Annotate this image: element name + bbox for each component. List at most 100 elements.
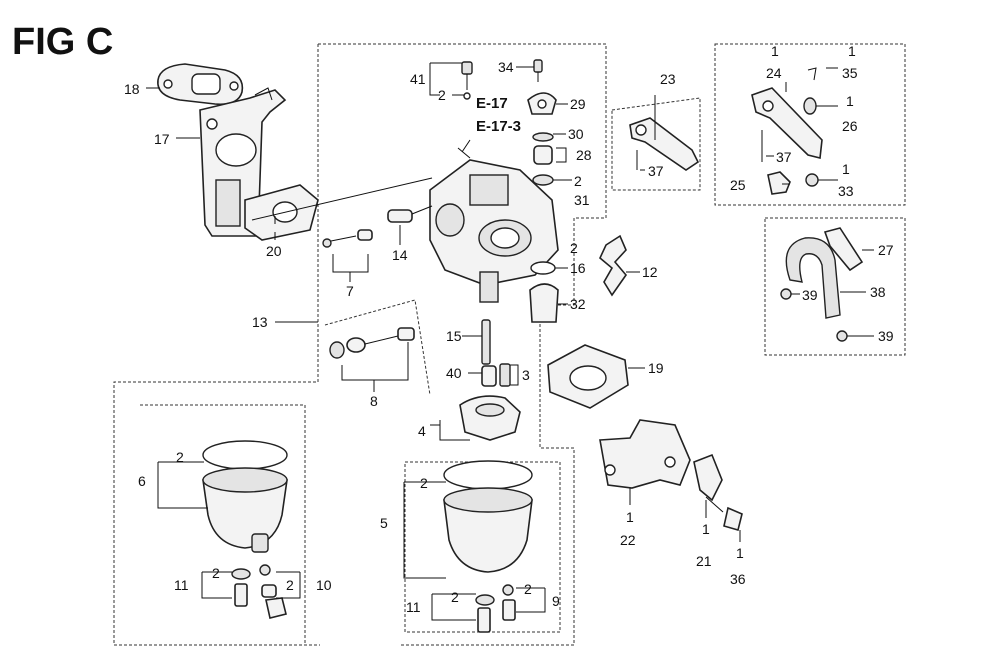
gasket-19 <box>547 344 629 409</box>
callout-31-qty: 2 <box>574 173 582 189</box>
callout-28: 28 <box>576 147 592 163</box>
bolt-36 <box>705 496 743 531</box>
callout-39a: 39 <box>802 287 818 303</box>
callout-29: 29 <box>570 96 586 112</box>
callout-36: 36 <box>730 571 746 587</box>
callout-36-qty: 1 <box>736 545 744 561</box>
oring-16 <box>530 261 556 275</box>
callout-10: 10 <box>316 577 332 593</box>
callout-18: 18 <box>124 81 140 97</box>
callout-20: 20 <box>266 243 282 259</box>
screw-33 <box>805 173 819 187</box>
bolt-25 <box>767 171 791 195</box>
bolt-center <box>477 607 491 633</box>
spring-35 <box>807 67 817 81</box>
float-bowl-6 <box>202 440 288 553</box>
bolt-left <box>234 583 248 607</box>
callout-34: 34 <box>498 59 514 75</box>
callout-33-qty: 1 <box>842 161 850 177</box>
callout-32: 32 <box>570 296 586 312</box>
screw-34 <box>533 59 543 82</box>
screw-set-7 <box>322 229 373 248</box>
callout-22-qty: 1 <box>626 509 634 525</box>
clip-39b <box>836 330 848 342</box>
callout-27: 27 <box>878 242 894 258</box>
carb-right-border <box>574 100 607 219</box>
callout-24: 24 <box>766 65 782 81</box>
callout-25: 25 <box>730 177 746 193</box>
callout-11b-qty: 2 <box>451 589 459 605</box>
carburetor-body-13 <box>429 139 559 303</box>
callout-39b: 39 <box>878 328 894 344</box>
callout-30: 30 <box>568 126 584 142</box>
callout-37a: 37 <box>648 163 664 179</box>
callout-5: 5 <box>380 515 388 531</box>
center-group-border <box>400 218 575 646</box>
callout-15: 15 <box>446 328 462 344</box>
callout-16: 16 <box>570 260 586 276</box>
choke-lever-24 <box>751 87 823 162</box>
callout-11a-qty: 2 <box>212 565 220 581</box>
carb-group-border <box>318 43 607 100</box>
tube-group-border <box>764 217 906 356</box>
bowl-left-border <box>140 404 306 645</box>
valve-28 <box>533 145 553 165</box>
callout-7: 7 <box>346 283 354 299</box>
float-bowl-5 <box>443 460 533 573</box>
reference-label-e17: E-17 <box>476 95 508 112</box>
left-group-border <box>113 44 320 646</box>
callout-9-qty: 2 <box>524 581 532 597</box>
seal-30 <box>532 132 554 142</box>
lever-group-border <box>611 97 701 191</box>
callout-19: 19 <box>648 360 664 376</box>
insulator-bracket-17 <box>199 87 287 237</box>
screw-41 <box>461 61 473 100</box>
callout-26: 26 <box>842 118 858 134</box>
callout-9: 9 <box>552 593 560 609</box>
callout-21: 21 <box>696 553 712 569</box>
callout-37b: 37 <box>776 149 792 165</box>
bowl-center-border <box>404 461 561 633</box>
spring-40 <box>481 365 497 387</box>
callout-40: 40 <box>446 365 462 381</box>
callout-41-qty: 2 <box>438 87 446 103</box>
callout-12: 12 <box>642 264 658 280</box>
callout-10-qty: 2 <box>286 577 294 593</box>
needle-15 <box>481 319 491 365</box>
callout-6: 6 <box>138 473 146 489</box>
callout-38: 38 <box>870 284 886 300</box>
choke-group-border <box>714 43 906 206</box>
callout-11a: 11 <box>174 577 189 593</box>
callout-11b: 11 <box>406 599 421 615</box>
callout-35: 35 <box>842 65 858 81</box>
callout-13: 13 <box>252 314 268 330</box>
collar-26 <box>803 97 817 115</box>
lever-23 <box>629 117 700 171</box>
clip-21 <box>693 453 723 502</box>
drain-screw-9 <box>502 584 516 621</box>
callout-5-qty: 2 <box>420 475 428 491</box>
float-valve-32 <box>529 283 559 323</box>
callout-8: 8 <box>370 393 378 409</box>
leader-20-to-carb <box>251 177 433 221</box>
callout-3: 3 <box>522 367 530 383</box>
callout-16-qty: 2 <box>570 240 578 256</box>
cover-29 <box>527 92 557 115</box>
callout-24-qty: 1 <box>771 43 779 59</box>
float-4 <box>459 395 521 441</box>
drain-screw-10 <box>259 564 287 619</box>
leader-lines <box>146 62 874 621</box>
clip-39a <box>780 288 792 300</box>
spring-14 <box>387 205 433 223</box>
gasket-18 <box>157 63 244 106</box>
callout-14: 14 <box>392 247 408 263</box>
oring-31 <box>532 174 554 186</box>
callout-41: 41 <box>410 71 426 87</box>
callout-33: 33 <box>838 183 854 199</box>
tube-38 <box>785 237 841 319</box>
callout-6-qty: 2 <box>176 449 184 465</box>
bracket-22 <box>599 419 691 489</box>
callout-numbers: 18 17 20 13 7 14 8 41 2 34 29 30 28 2 31… <box>124 43 894 615</box>
